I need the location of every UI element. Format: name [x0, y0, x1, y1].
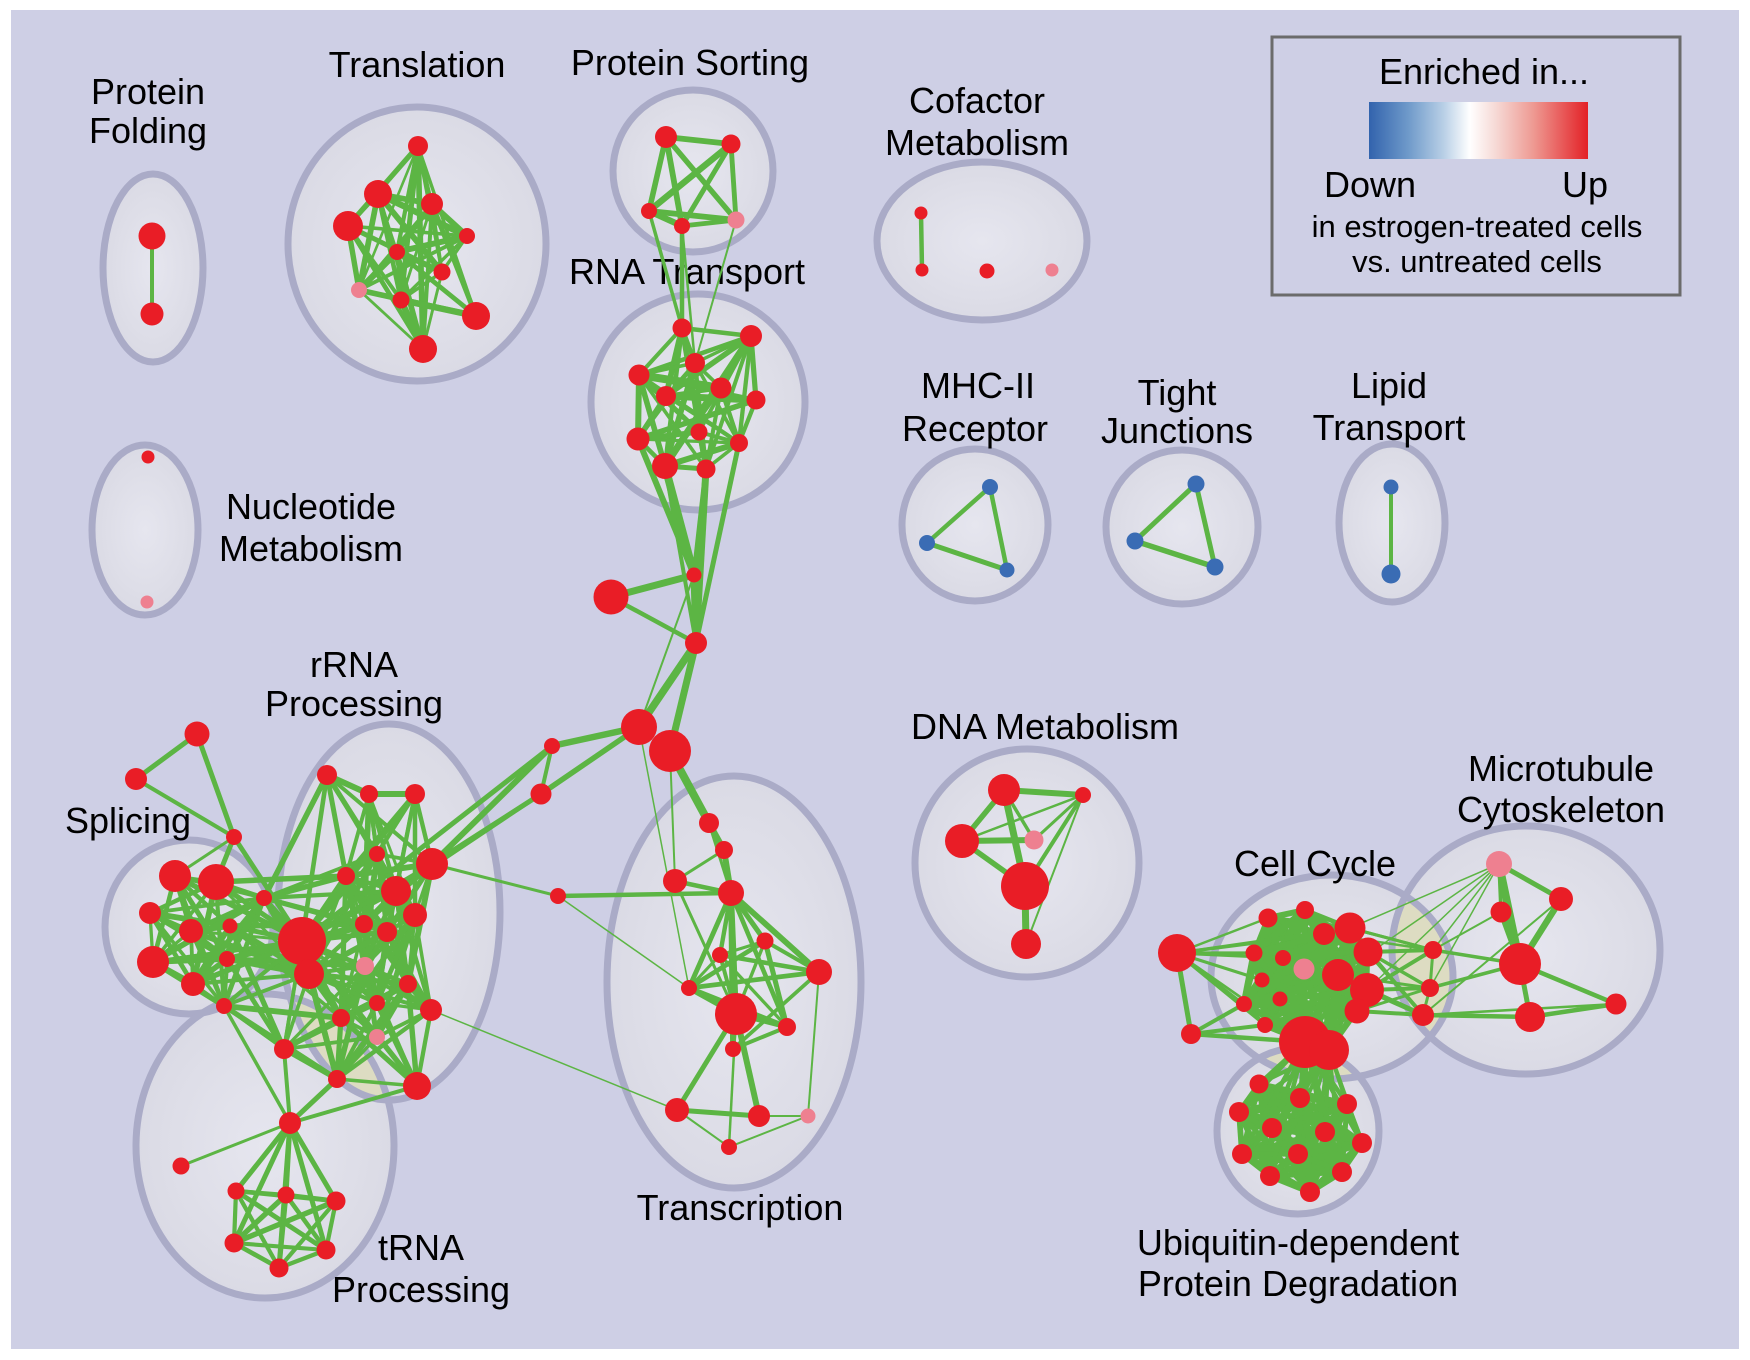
svg-text:Tight: Tight: [1138, 372, 1217, 413]
svg-text:Nucleotide: Nucleotide: [226, 486, 396, 527]
svg-text:Protein Sorting: Protein Sorting: [571, 42, 809, 83]
svg-text:Protein: Protein: [91, 71, 205, 112]
svg-text:Microtubule: Microtubule: [1468, 748, 1654, 789]
svg-text:Metabolism: Metabolism: [885, 122, 1069, 163]
svg-text:MHC-II: MHC-II: [921, 365, 1035, 406]
svg-text:Ubiquitin-dependent: Ubiquitin-dependent: [1137, 1222, 1459, 1263]
svg-text:Transport: Transport: [1313, 407, 1466, 448]
svg-text:Metabolism: Metabolism: [219, 528, 403, 569]
svg-text:Cofactor: Cofactor: [909, 80, 1045, 121]
svg-text:Translation: Translation: [329, 44, 506, 85]
svg-text:Cell Cycle: Cell Cycle: [1234, 843, 1396, 884]
svg-text:Lipid: Lipid: [1351, 365, 1427, 406]
svg-text:Receptor: Receptor: [902, 408, 1048, 449]
svg-text:Enriched in...: Enriched in...: [1379, 51, 1589, 92]
svg-text:Junctions: Junctions: [1101, 410, 1253, 451]
svg-text:in estrogen-treated cells: in estrogen-treated cells: [1312, 209, 1643, 244]
svg-text:Processing: Processing: [265, 683, 443, 724]
svg-text:Folding: Folding: [89, 110, 207, 151]
svg-text:Up: Up: [1562, 164, 1608, 205]
svg-text:Protein Degradation: Protein Degradation: [1138, 1263, 1458, 1304]
svg-text:tRNA: tRNA: [378, 1227, 464, 1268]
svg-text:Processing: Processing: [332, 1269, 510, 1310]
svg-text:Down: Down: [1324, 164, 1416, 205]
svg-text:Splicing: Splicing: [65, 800, 191, 841]
svg-text:vs. untreated cells: vs. untreated cells: [1352, 244, 1602, 279]
svg-text:rRNA: rRNA: [310, 644, 398, 685]
svg-text:Cytoskeleton: Cytoskeleton: [1457, 789, 1665, 830]
svg-text:DNA Metabolism: DNA Metabolism: [911, 706, 1179, 747]
svg-text:Transcription: Transcription: [637, 1187, 844, 1228]
